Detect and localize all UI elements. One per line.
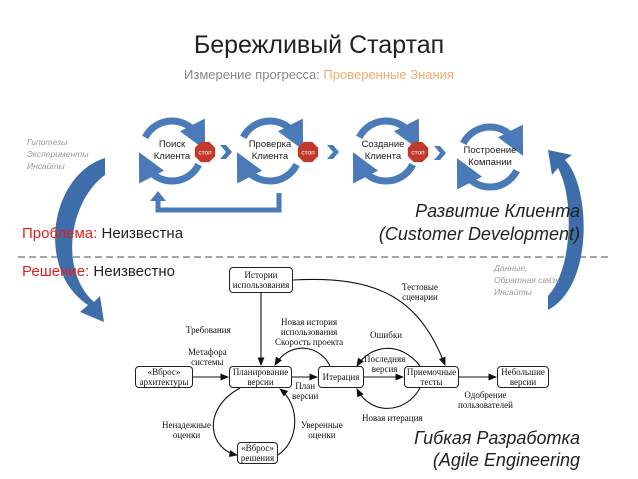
- note: Гипотезы: [27, 137, 68, 147]
- right-notes: Данные, Обратная связь Инсайты: [494, 262, 560, 298]
- cycle-arrows: [138, 117, 524, 191]
- chevron-right-icon: [434, 146, 446, 160]
- cycle-arrow: [460, 123, 524, 156]
- box-iteration: Итерация: [318, 366, 364, 388]
- label-requirements: Требования: [186, 325, 231, 335]
- subtitle: Измерение прогресса: Проверенные Знания: [0, 67, 638, 82]
- agile-title: Гибкая Разработка: [414, 428, 580, 448]
- note: Данные,: [494, 263, 528, 273]
- right-big-arrow: [548, 150, 584, 310]
- problem: Проблема: Неизвестна: [22, 225, 184, 242]
- cycle-arrow: [240, 117, 304, 150]
- chevron-right-icon: [220, 145, 232, 159]
- svg-text:стоп: стоп: [301, 150, 315, 157]
- customer-dev-subtitle: (Customer Development): [378, 224, 580, 244]
- cycle-arrow: [142, 117, 206, 150]
- note: Инсайты: [27, 161, 65, 171]
- feedback-arrow: [155, 193, 282, 213]
- left-big-arrow: [55, 158, 105, 322]
- box-architecture-spike: «Вброс»архитектуры: [135, 366, 193, 388]
- box-solution-spike: «Вброс»решения: [237, 442, 278, 464]
- cycle-arrow: [236, 152, 300, 185]
- left-notes: Гипотезы Эксперименты Инсайты: [27, 136, 89, 172]
- note: Инсайты: [494, 287, 532, 297]
- agile-subtitle: (Agile Engineering: [432, 450, 580, 470]
- cycle-arrow: [356, 117, 420, 150]
- label-next-iteration: Новая итерация: [362, 413, 423, 423]
- chevrons: [220, 145, 446, 160]
- note: Эксперименты: [27, 149, 89, 159]
- solution: Решение: Неизвестно: [22, 263, 175, 280]
- cycle-arrow: [352, 152, 416, 185]
- subtitle-value: Проверенные Знания: [323, 67, 454, 82]
- subtitle-label: Измерение прогресса:: [184, 67, 320, 82]
- feedback-arrowhead: [150, 191, 166, 201]
- svg-text:стоп: стоп: [198, 150, 212, 157]
- note: Обратная связь: [494, 275, 560, 285]
- svg-text:стоп: стоп: [411, 150, 425, 157]
- stop-signs: стоп стоп стоп: [194, 141, 429, 163]
- stop-sign: стоп: [297, 141, 319, 163]
- cycle-arrow: [456, 158, 520, 191]
- cycle-arrow: [138, 152, 202, 185]
- customer-dev-title: Развитие Клиента: [415, 201, 580, 221]
- page-title: Бережливый Стартап: [193, 31, 445, 59]
- stop-sign: стоп: [194, 141, 216, 163]
- label-bugs: Ошибки: [370, 330, 403, 340]
- stop-sign: стоп: [407, 141, 429, 163]
- chevron-right-icon: [327, 145, 339, 159]
